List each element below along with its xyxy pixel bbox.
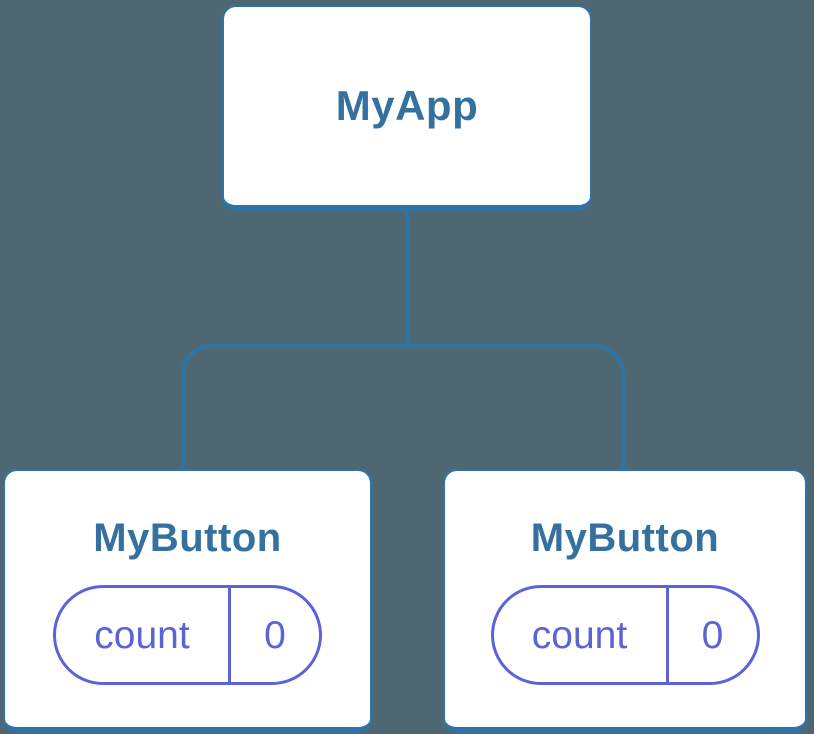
state-key-label: count: [94, 613, 190, 657]
node-mybutton-right: MyButton count 0: [443, 469, 807, 733]
state-value-label: 0: [264, 613, 286, 657]
state-value-label: 0: [701, 613, 724, 657]
node-mybutton-right-label: MyButton: [530, 516, 720, 560]
node-mybutton-left-label: MyButton: [93, 516, 282, 560]
state-pill-right: count 0: [490, 585, 760, 685]
node-myapp: MyApp: [222, 5, 592, 211]
state-value-cell: 0: [669, 588, 757, 682]
node-mybutton-left: MyButton count 0: [3, 469, 372, 733]
state-key-cell: count: [494, 588, 669, 682]
state-key-cell: count: [56, 588, 231, 682]
node-myapp-label: MyApp: [335, 82, 479, 129]
state-value-cell: 0: [231, 588, 319, 682]
edge-root-to-branch-line: [405, 208, 409, 346]
edge-branch-bracket-line: [181, 344, 625, 470]
state-key-label: count: [531, 613, 628, 657]
state-pill-left: count 0: [53, 585, 322, 685]
